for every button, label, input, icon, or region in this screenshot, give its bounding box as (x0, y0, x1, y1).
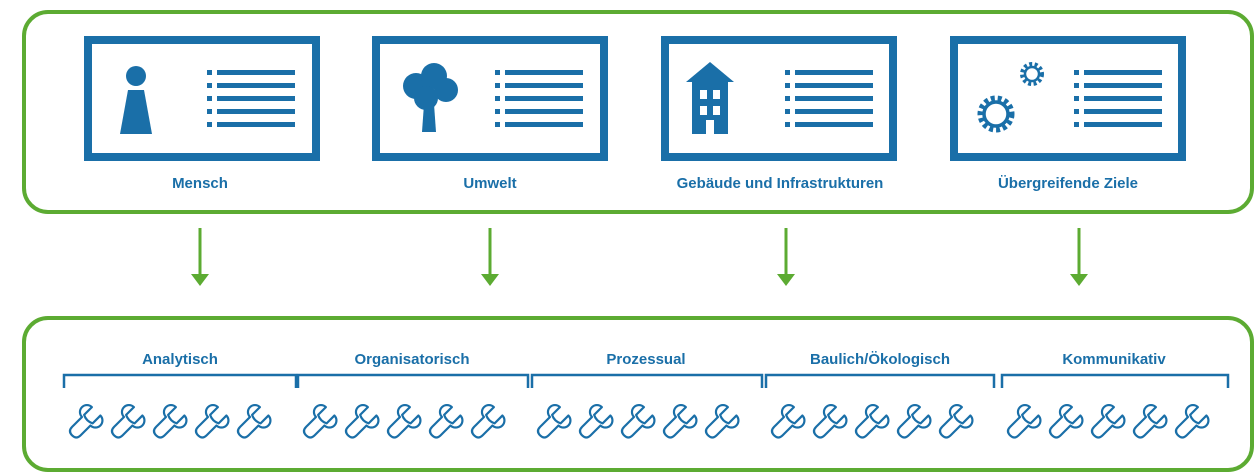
group-bracket (62, 373, 298, 388)
group-bracket (764, 373, 996, 388)
arrow-down-icon (481, 228, 499, 286)
wrench-icon (379, 401, 425, 446)
measure-group-label: Organisatorisch (354, 351, 469, 368)
category-panel (84, 36, 320, 161)
house-icon (686, 62, 734, 134)
measure-group-label: Analytisch (142, 351, 218, 368)
wrench-icon (229, 401, 275, 446)
wrench-icon (1167, 401, 1213, 446)
measure-group-prozessual: Prozessual (529, 351, 764, 446)
wrench-icon (889, 401, 935, 446)
measure-group-label: Kommunikativ (1062, 351, 1166, 368)
wrench-icon (103, 401, 149, 446)
person-icon (120, 66, 152, 134)
category-panel (661, 36, 897, 161)
wrench-icon (145, 401, 191, 446)
measures-frame (22, 316, 1254, 472)
wrench-icon (1125, 401, 1171, 446)
wrench-icon (61, 401, 107, 446)
list-lines-icon (785, 70, 873, 127)
wrench-icon (1041, 401, 1087, 446)
group-bracket (296, 373, 530, 388)
list-lines-icon (495, 70, 583, 127)
category-panel (950, 36, 1186, 161)
tree-icon (403, 63, 458, 132)
wrench-icon (655, 401, 701, 446)
list-lines-icon (1074, 70, 1162, 127)
category-mensch: Mensch (84, 36, 320, 192)
category-gebaeude: Gebäude und Infrastrukturen (661, 36, 897, 192)
category-label: Übergreifende Ziele (998, 175, 1138, 192)
list-lines-icon (207, 70, 295, 127)
wrench-icon (529, 401, 575, 446)
wrench-icon (697, 401, 743, 446)
wrench-icon (337, 401, 383, 446)
measure-group-analytisch: Analytisch (61, 351, 298, 446)
wrench-icon (805, 401, 851, 446)
arrow-down-icon (777, 228, 795, 286)
wrench-icon (931, 401, 977, 446)
wrench-icon (1083, 401, 1129, 446)
category-umwelt: Umwelt (372, 36, 608, 192)
category-panel (372, 36, 608, 161)
wrench-icon (847, 401, 893, 446)
categories-frame (22, 10, 1254, 214)
category-label: Umwelt (463, 175, 516, 192)
wrench-icon (763, 401, 809, 446)
measure-group-label: Prozessual (606, 351, 685, 368)
category-uebergreifend: Übergreifende Ziele (950, 36, 1186, 192)
wrench-icon (421, 401, 467, 446)
arrow-down-icon (191, 228, 209, 286)
wrench-icon (613, 401, 659, 446)
group-bracket (1000, 373, 1230, 388)
gears-icon (977, 62, 1044, 133)
measure-group-organisatorisch: Organisatorisch (295, 351, 530, 446)
category-label: Gebäude und Infrastrukturen (677, 175, 884, 192)
arrow-down-icon (1070, 228, 1088, 286)
category-label: Mensch (172, 175, 228, 192)
wrench-icon (463, 401, 509, 446)
wrench-icon (187, 401, 233, 446)
wrench-icon (295, 401, 341, 446)
measure-group-label: Baulich/Ökologisch (810, 351, 950, 368)
measure-group-baulich-oekologisch: Baulich/Ökologisch (763, 351, 996, 446)
group-bracket (530, 373, 764, 388)
wrench-icon (571, 401, 617, 446)
measure-group-kommunikativ: Kommunikativ (999, 351, 1230, 446)
wrench-icon (999, 401, 1045, 446)
